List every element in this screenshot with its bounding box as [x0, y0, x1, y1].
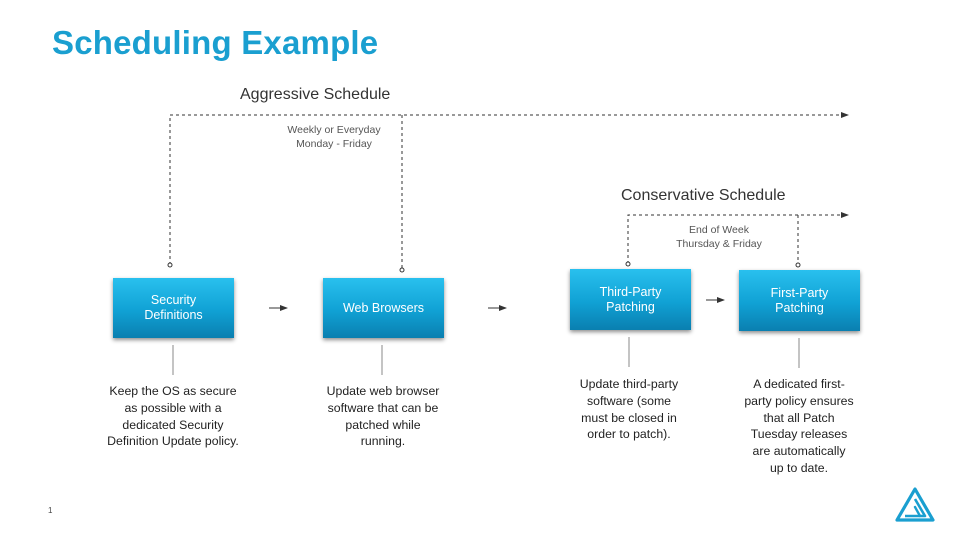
step-box-third-party-patching: Third-Party Patching [570, 269, 691, 330]
conservative-timing-line2: Thursday & Friday [676, 238, 762, 250]
step-label-1: Security Definitions [144, 293, 203, 322]
step-description-4: A dedicated first-party policy ensures t… [744, 377, 854, 475]
conservative-timing: End of Week Thursday & Friday [639, 223, 799, 251]
step-label-2: Web Browsers [342, 300, 425, 315]
page-title: Scheduling Example [52, 24, 379, 61]
aggressive-bracket [169, 112, 849, 265]
step-description-2: Update web browser software that can be … [326, 384, 440, 449]
step-box-web-browsers: Web Browsers [323, 278, 444, 338]
conservative-dot-2 [795, 262, 801, 268]
step-description-1: Keep the OS as secure as possible with a… [107, 384, 239, 449]
conservative-timing-line1: End of Week [689, 224, 749, 236]
aggressive-dot-1 [167, 262, 173, 268]
aggressive-dot-2 [399, 267, 405, 273]
step-label-3: Third-Party Patching [599, 284, 662, 314]
step-box-security-definitions: Security Definitions [113, 278, 234, 338]
page-number: 1 [48, 506, 53, 515]
triangle-logo-icon [895, 487, 935, 522]
step-description-3: Update third-party software (some must b… [579, 377, 679, 442]
aggressive-timing-line2: Monday - Friday [296, 138, 372, 150]
aggressive-timing-line1: Weekly or Everyday [287, 124, 381, 136]
conservative-schedule-label: Conservative Schedule [621, 187, 786, 204]
step-box-first-party-patching: First-Party Patching [739, 270, 860, 331]
conservative-dot-1 [625, 261, 631, 267]
step-label-4: First-Party Patching [770, 285, 829, 315]
aggressive-schedule-label: Aggressive Schedule [240, 86, 391, 103]
aggressive-timing: Weekly or Everyday Monday - Friday [254, 123, 414, 151]
conservative-bracket [627, 212, 849, 264]
